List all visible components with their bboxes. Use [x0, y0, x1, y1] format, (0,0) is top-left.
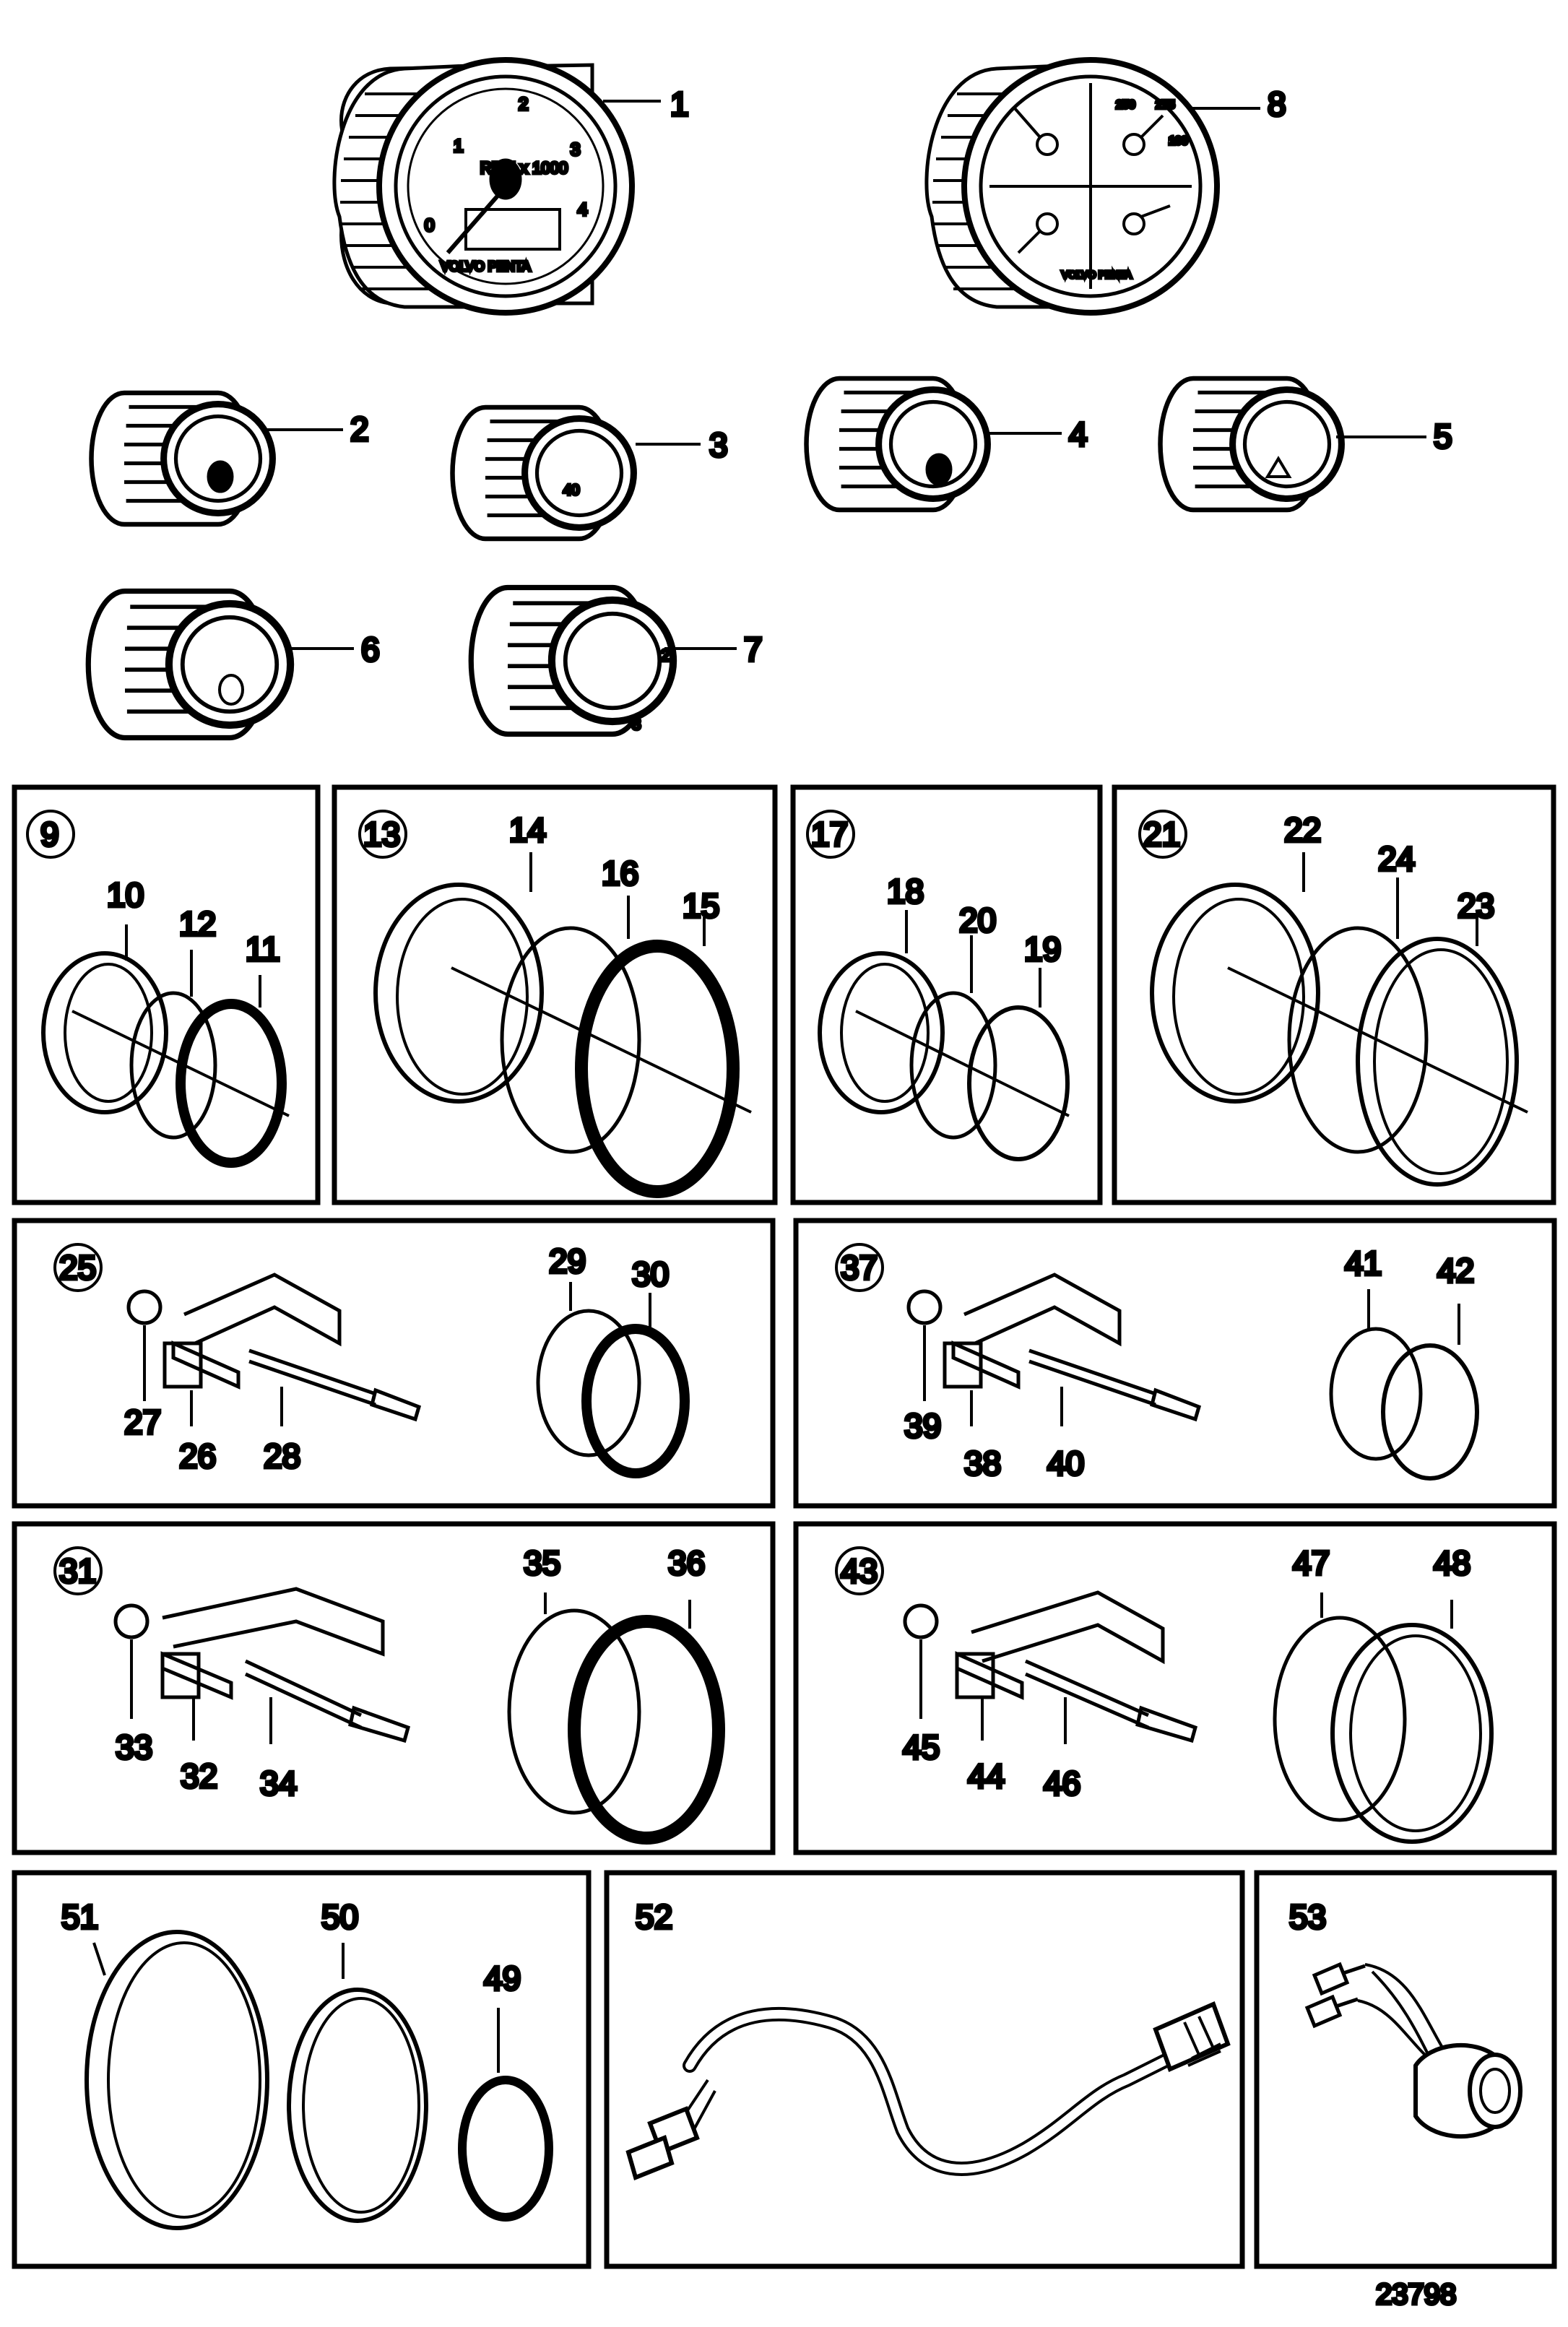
kit-31-part-33: 33 [116, 1728, 152, 1766]
gauge-1-scale-1: 1 [454, 136, 463, 156]
kit-43-part-44: 44 [968, 1757, 1005, 1795]
part-50: 50 [321, 1898, 358, 1936]
callout-5: 5 [1434, 417, 1452, 455]
callout-4: 4 [1069, 415, 1088, 453]
kit-13: 13 14 15 16 [358, 810, 752, 1198]
gauge-1-scale-0: 0 [425, 216, 434, 235]
gauge-8-mark-100: 100 [1169, 135, 1188, 147]
kit-17: 17 18 19 20 [806, 810, 1070, 1161]
gauge-8-mark-250: 250 [1116, 99, 1135, 111]
gauge-1-dial-label: RPM x 1000 [480, 159, 568, 177]
kit-9-part-12: 12 [179, 905, 216, 942]
gauge-1-scale-3: 3 [571, 140, 580, 160]
callout-7: 7 [744, 630, 763, 668]
kit-43: 43 44 45 46 47 48 [835, 1543, 1494, 1844]
kit-21-part-23: 23 [1457, 887, 1494, 924]
kit-37: 37 38 39 40 41 42 [835, 1243, 1479, 1484]
kit-25-ref: 25 [59, 1249, 96, 1286]
kit-37-part-39: 39 [904, 1407, 941, 1444]
kit-17-part-18: 18 [887, 872, 924, 910]
kit-31-part-32: 32 [181, 1757, 217, 1795]
kit-25-part-30: 30 [632, 1255, 669, 1293]
kit-31: 31 32 33 34 35 36 [53, 1543, 725, 1845]
gauge-6: 6 [88, 592, 381, 738]
kit-17-part-19: 19 [1024, 930, 1061, 968]
kit-21: 21 22 23 24 [1138, 810, 1528, 1187]
kit-43-part-46: 46 [1044, 1764, 1080, 1802]
kit-37-ref: 37 [841, 1249, 878, 1286]
kit-37-part-42: 42 [1437, 1252, 1474, 1289]
kit-43-part-47: 47 [1293, 1544, 1330, 1582]
kit-21-part-22: 22 [1284, 811, 1321, 849]
gauge-8-mark-275: 275 [1156, 99, 1175, 111]
part-51: 51 [61, 1898, 98, 1936]
gauge-4: 4 [807, 378, 1089, 510]
kit-31-ref: 31 [59, 1552, 96, 1590]
kit-9-ref: 9 [40, 815, 59, 853]
panel-frames [12, 784, 1557, 2269]
kit-25: 25 26 27 28 29 30 [53, 1241, 690, 1478]
kit-13-ref: 13 [363, 815, 400, 853]
drawing-number: 23798 [1376, 2279, 1456, 2310]
kit-13-part-15: 15 [683, 887, 719, 924]
kit-37-part-38: 38 [964, 1444, 1001, 1482]
kit-31-part-35: 35 [524, 1544, 560, 1582]
gauge-1-brand: VOLVO PENTA [441, 259, 530, 274]
kit-37-part-40: 40 [1047, 1444, 1084, 1482]
kit-17-ref: 17 [811, 815, 848, 853]
gauge-1-tachometer: RPM x 1000 VOLVO PENTA 0 1 2 3 4 1 [332, 57, 690, 316]
kit-37-part-41: 41 [1345, 1244, 1382, 1282]
callout-1: 1 [670, 85, 689, 123]
kit-25-part-26: 26 [179, 1437, 216, 1475]
callout-3: 3 [709, 426, 728, 464]
gauge-2: 2 [92, 393, 371, 524]
kit-13-part-16: 16 [602, 854, 638, 892]
kit-43-part-45: 45 [903, 1728, 940, 1766]
kit-21-ref: 21 [1143, 815, 1180, 853]
kit-9-part-11: 11 [246, 930, 280, 968]
gauge-7: 2 3 7 [471, 588, 764, 734]
part-49: 49 [484, 1959, 521, 1997]
kit-43-ref: 43 [841, 1552, 878, 1590]
kit-9-part-10: 10 [107, 876, 144, 914]
gauge-5: 5 [1161, 378, 1454, 510]
gauge-8-brand: VOLVO PENTA [1062, 269, 1132, 280]
kit-43-part-48: 48 [1434, 1544, 1470, 1582]
gauge-7-mark-3: 3 [632, 715, 641, 733]
kit-9: 9 10 11 12 [26, 810, 290, 1168]
callout-8: 8 [1268, 85, 1286, 123]
kit-13-part-14: 14 [509, 811, 546, 849]
part-52-cable-harness: 52 [625, 1897, 1231, 2181]
part-52: 52 [636, 1898, 672, 1936]
callout-6: 6 [361, 630, 380, 668]
kit-25-part-27: 27 [124, 1403, 161, 1441]
gauge-1-scale-2: 2 [519, 95, 528, 114]
kit-17-part-20: 20 [959, 901, 996, 939]
kit-25-part-29: 29 [549, 1242, 586, 1280]
gauge-8-multi: 250 275 100 VOLVO PENTA 8 [924, 57, 1288, 316]
kit-31-part-34: 34 [260, 1764, 297, 1802]
gauge-1-scale-4: 4 [578, 200, 587, 220]
parts-49-51-seals: 49 50 51 [60, 1897, 553, 2230]
kit-25-part-28: 28 [264, 1437, 300, 1475]
part-53: 53 [1289, 1898, 1326, 1936]
part-53-buzzer: 53 [1288, 1897, 1522, 2139]
kit-31-part-36: 36 [668, 1544, 705, 1582]
gauge-3-mark-40: 40 [563, 482, 579, 498]
callout-2: 2 [350, 410, 369, 448]
gauge-3: 40 3 [453, 407, 729, 539]
kit-21-part-24: 24 [1378, 840, 1415, 878]
